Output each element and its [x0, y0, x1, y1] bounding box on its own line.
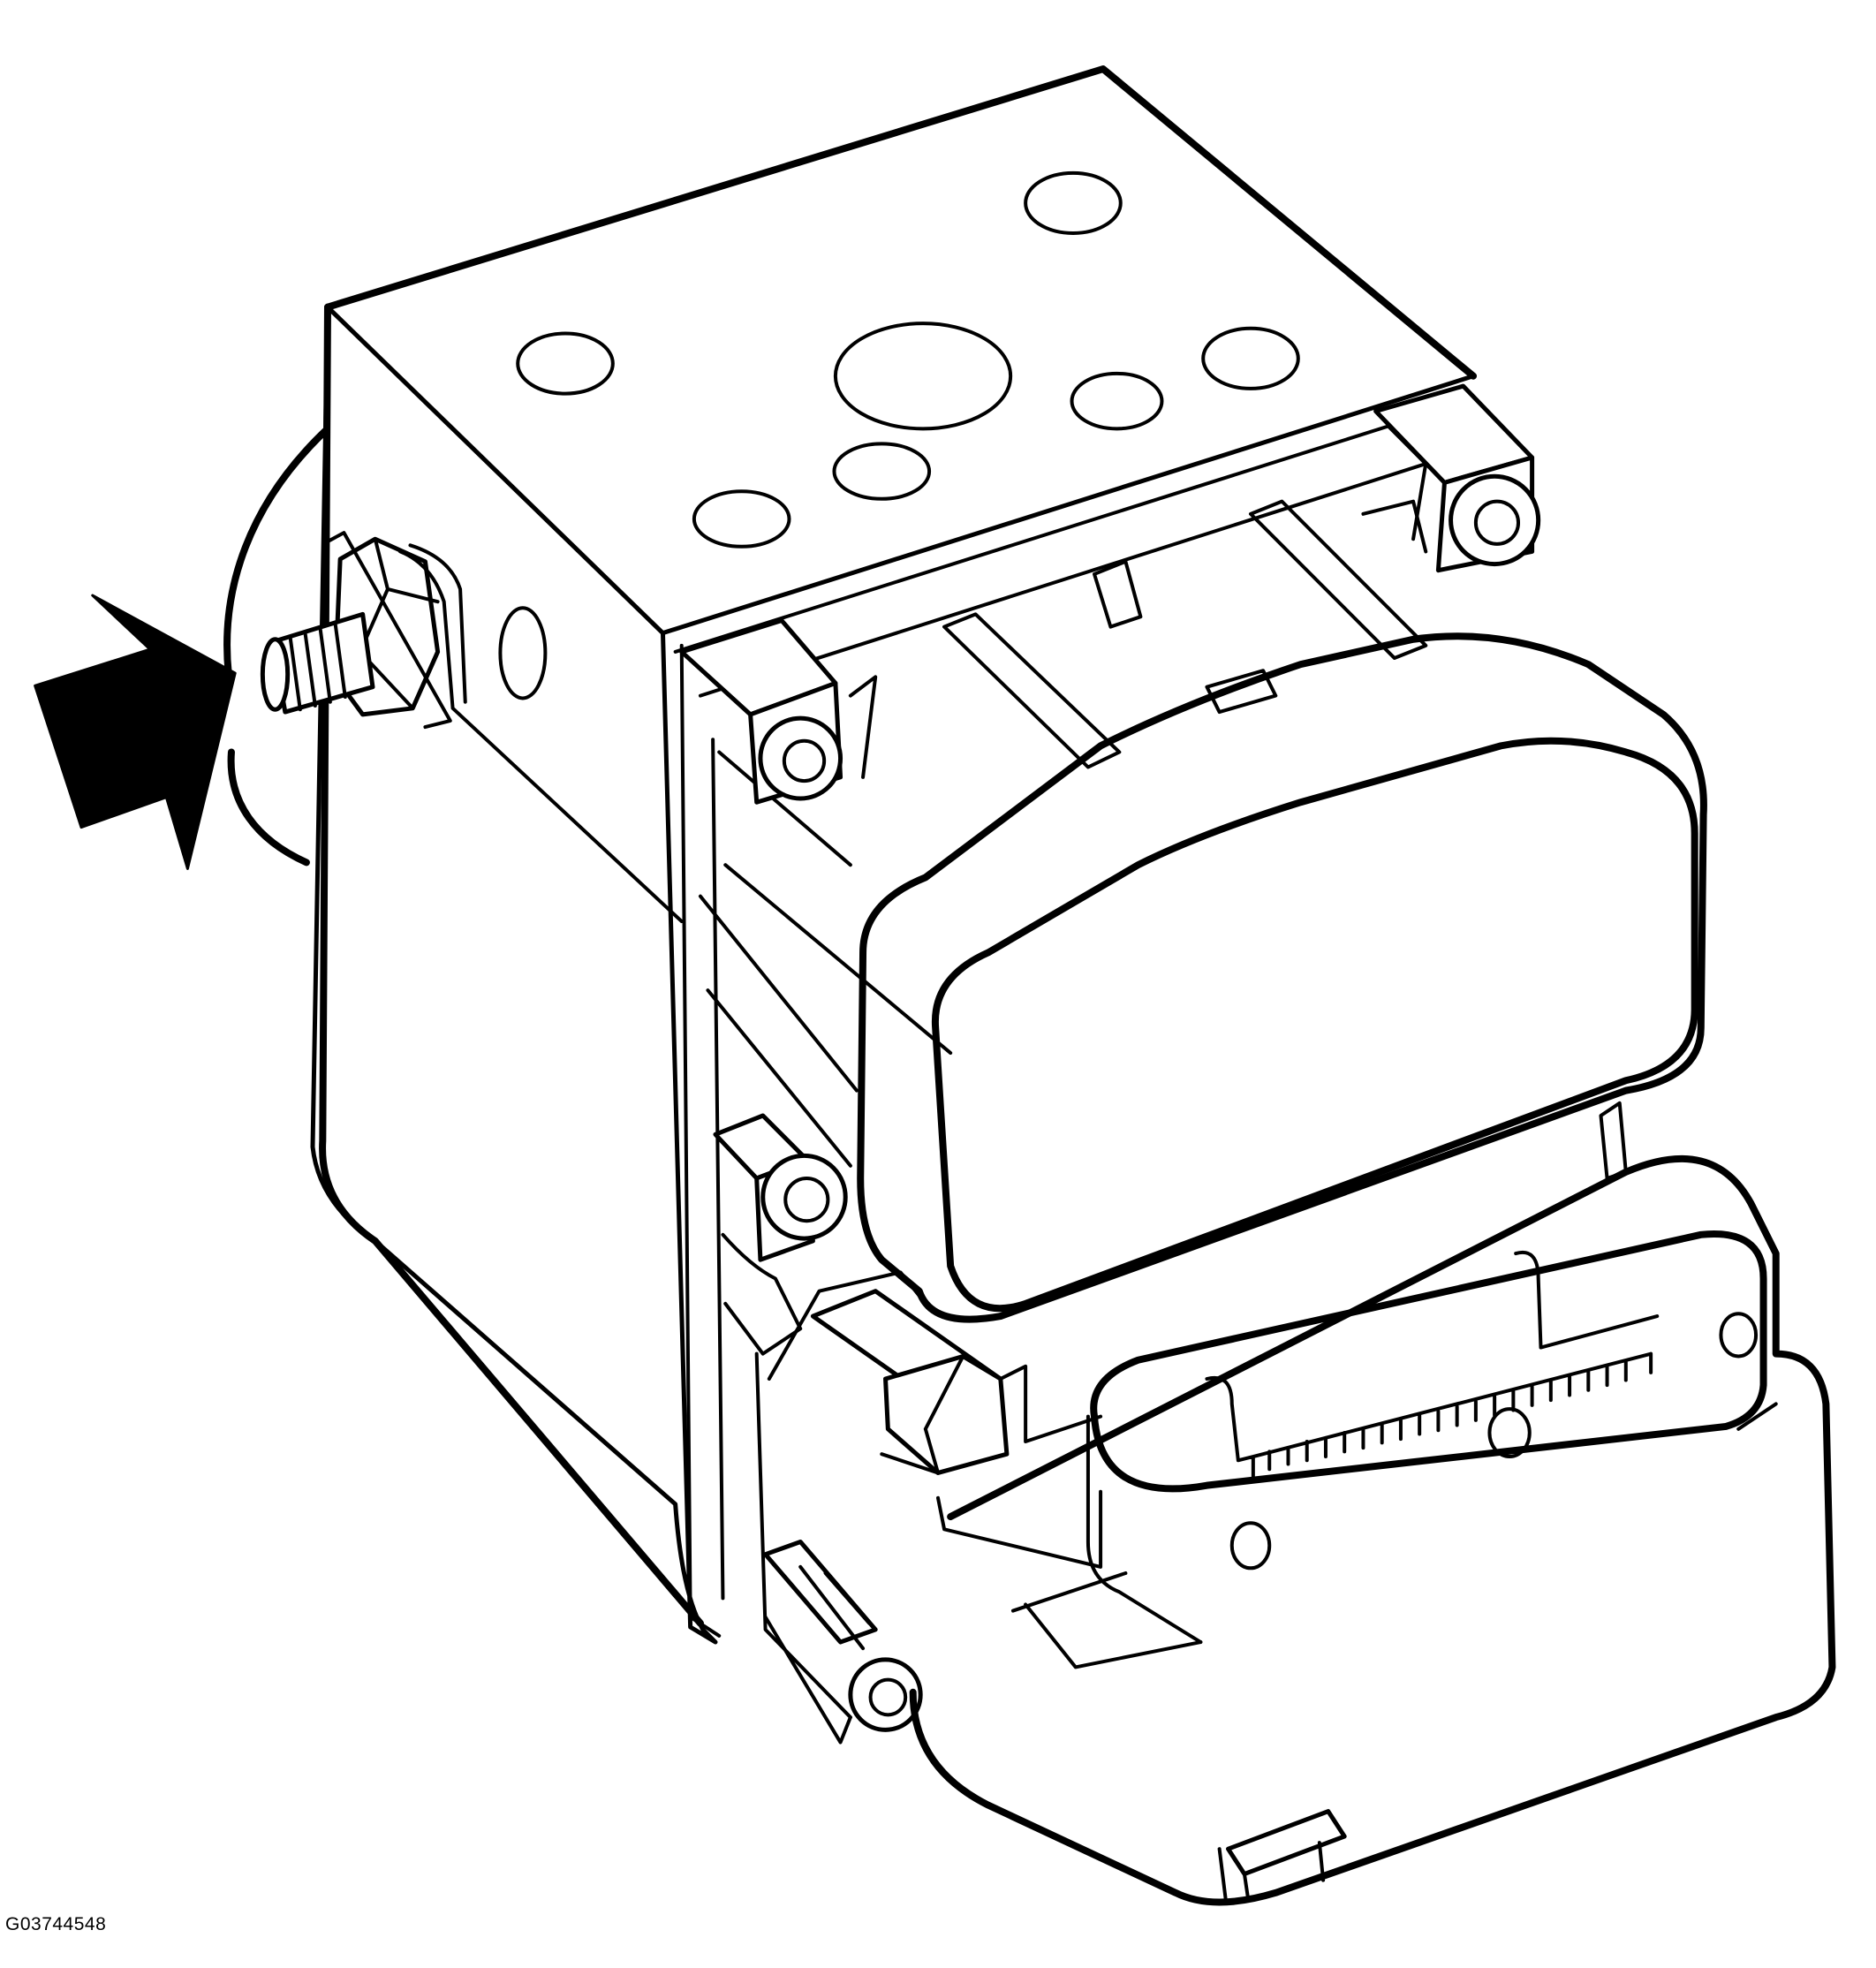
- brake-line-port: [1025, 173, 1121, 233]
- alignment-stud: [1232, 1523, 1269, 1568]
- connector-pins: [1207, 1354, 1651, 1477]
- alignment-stud: [1721, 1313, 1756, 1356]
- brake-line-port: [1203, 329, 1298, 389]
- pump-motor-housing: [860, 636, 1704, 1319]
- bottom-latch-tab: [1229, 1812, 1345, 1874]
- electronic-control-unit: [913, 1159, 1833, 1903]
- pointer-arrow: [35, 595, 236, 868]
- figure-id-label: G03744548: [5, 1914, 107, 1934]
- brake-line-port: [694, 491, 790, 546]
- ground-stud: [262, 533, 681, 921]
- brake-line-port: [518, 333, 613, 393]
- mounting-bolt: [1451, 476, 1539, 564]
- pump-port: [836, 323, 1010, 428]
- ecu-connector: [1093, 1234, 1763, 1488]
- pump-motor-housing-inner: [935, 741, 1695, 1309]
- mounting-bracket: [227, 428, 328, 862]
- mounting-bolt: [763, 1155, 845, 1238]
- brake-line-port: [1072, 374, 1162, 428]
- brake-line-port: [834, 443, 929, 498]
- mounting-bolt: [851, 1660, 920, 1730]
- alignment-stud: [1489, 1409, 1529, 1457]
- mounting-bolt: [760, 718, 841, 799]
- side-port: [500, 608, 545, 698]
